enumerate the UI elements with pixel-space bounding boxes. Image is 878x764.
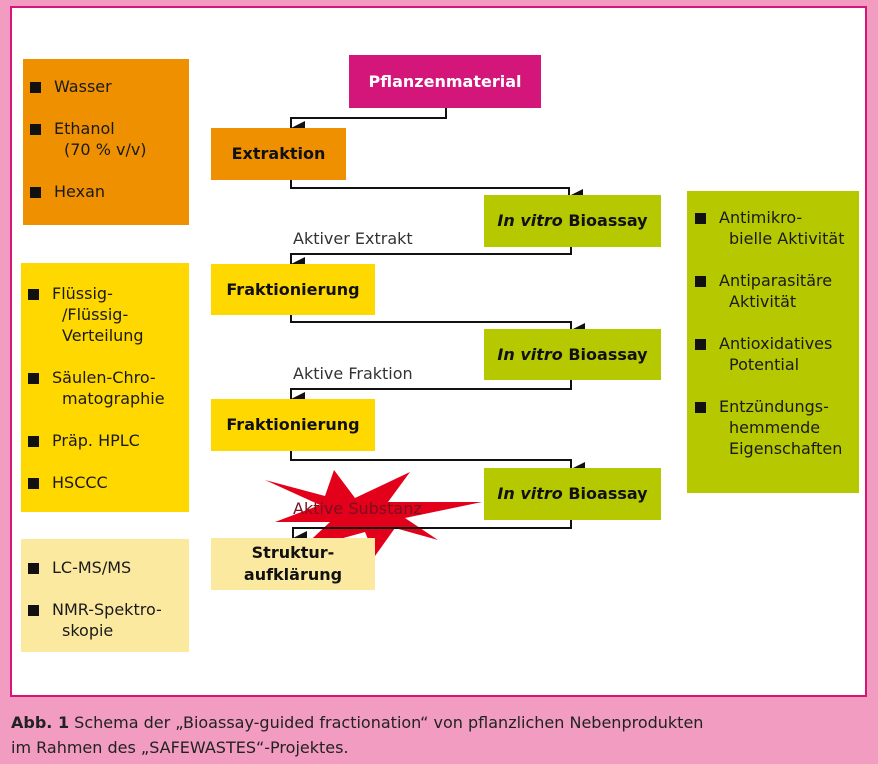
list-item-text: Aktivität: [729, 292, 797, 311]
connector-extraction-to-bioassay1: [290, 180, 583, 203]
list-item-text: HSCCC: [52, 473, 108, 492]
list-item-text: Säulen-Chro-: [52, 368, 156, 387]
list-item-text: Eigenschaften: [729, 439, 843, 458]
list-item-text: Ethanol: [54, 119, 115, 138]
caption-label: Abb. 1: [11, 713, 70, 732]
connector-plant-to-extraction: [290, 108, 447, 135]
node-structure-label-line2: aufklärung: [243, 565, 343, 584]
list-item-text: Antioxidatives: [719, 334, 833, 353]
square-bullet-icon: [28, 373, 39, 384]
figure-caption: Abb. 1 Schema der „Bioassay-guided fract…: [11, 710, 703, 760]
list-item: Flüssig- /Flüssig- Verteilung: [28, 283, 189, 346]
node-plant-material: Pflanzenmaterial: [349, 55, 541, 108]
square-bullet-icon: [30, 82, 41, 93]
bioassay-italic-label: In vitro: [497, 211, 563, 230]
node-fractionation-1-label: Fraktionierung: [226, 279, 360, 299]
caption-text-line1: Schema der „Bioassay-guided fractionatio…: [69, 713, 704, 732]
square-bullet-icon: [28, 289, 39, 300]
list-item-text: Hexan: [54, 182, 106, 201]
square-bullet-icon: [28, 478, 39, 489]
square-bullet-icon: [695, 402, 706, 413]
list-item-text: Flüssig-: [52, 284, 113, 303]
list-item: Hexan: [30, 181, 189, 202]
bioassay-label: Bioassay: [568, 211, 648, 230]
connector-fraction1-to-bioassay2: [290, 315, 585, 337]
list-item-text: bielle Aktivität: [729, 229, 845, 248]
list-item: HSCCC: [28, 472, 189, 493]
square-bullet-icon: [28, 436, 39, 447]
bioassay-italic-label: In vitro: [497, 344, 563, 364]
square-bullet-icon: [30, 124, 41, 135]
structure-methods-panel: LC-MS/MS NMR-Spektro-skopie: [21, 539, 189, 652]
edge-label-active-fraction: Aktive Fraktion: [293, 364, 413, 383]
list-item: LC-MS/MS: [28, 557, 189, 578]
list-item-text: (70 % v/v): [64, 140, 147, 159]
list-item: Säulen-Chro-matographie: [28, 367, 189, 409]
active-substance-star: [265, 470, 482, 556]
edge-label-active-substance: Aktive Substanz: [293, 499, 422, 518]
list-item-text: hemmende: [729, 418, 821, 437]
list-item-text: Präp. HPLC: [52, 431, 140, 450]
square-bullet-icon: [28, 563, 39, 574]
node-fractionation-2: Fraktionierung: [211, 399, 375, 451]
node-plant-material-label: Pflanzenmaterial: [368, 71, 522, 91]
list-item-text: Wasser: [54, 77, 112, 96]
list-item-text: NMR-Spektro-: [52, 600, 162, 619]
list-item-text: skopie: [62, 621, 114, 640]
list-item: NMR-Spektro-skopie: [28, 599, 189, 641]
square-bullet-icon: [695, 213, 706, 224]
list-item-text: /Flüssig-: [62, 305, 129, 324]
node-bioassay-3: In vitro Bioassay: [484, 468, 661, 520]
list-item-text: Verteilung: [62, 326, 144, 345]
list-item-text: matographie: [62, 389, 165, 408]
node-fractionation-2-label: Fraktionierung: [226, 415, 360, 434]
square-bullet-icon: [695, 276, 706, 287]
list-item-text: Entzündungs-: [719, 397, 829, 416]
list-item-text: Antiparasitäre: [719, 271, 833, 290]
connector-bioassay1-to-fraction1: [290, 247, 572, 271]
square-bullet-icon: [28, 605, 39, 616]
list-item-text: Antimikro-: [719, 208, 803, 227]
square-bullet-icon: [30, 187, 41, 198]
list-item-text: LC-MS/MS: [52, 558, 132, 577]
list-item: Ethanol (70 % v/v): [30, 118, 189, 160]
bioassay-italic-label: In vitro: [497, 484, 563, 503]
connector-bioassay3-to-structure: [292, 520, 572, 545]
node-extraction: Extraktion: [211, 128, 346, 180]
edge-label-active-extract: Aktiver Extrakt: [293, 229, 413, 248]
list-item: Antimikro-bielle Aktivität: [695, 207, 859, 249]
node-structure-elucidation: Struktur- aufklärung: [211, 538, 375, 590]
node-structure-label-line1: Struktur-: [251, 543, 335, 562]
square-bullet-icon: [695, 339, 706, 350]
node-bioassay-1: In vitro Bioassay: [484, 195, 661, 247]
bioassay-label: Bioassay: [568, 484, 648, 503]
node-bioassay-2: In vitro Bioassay: [484, 329, 661, 380]
node-fractionation-1: Fraktionierung: [211, 264, 375, 315]
list-item: Präp. HPLC: [28, 430, 189, 451]
bioassay-label: Bioassay: [568, 344, 648, 364]
node-extraction-label: Extraktion: [231, 144, 326, 163]
list-item: Wasser: [30, 76, 189, 97]
connector-bioassay2-to-fraction2: [290, 380, 572, 406]
caption-text-line2: im Rahmen des „SAFEWASTES“-Projektes.: [11, 738, 349, 757]
list-item-text: Potential: [729, 355, 800, 374]
connector-fraction2-to-bioassay3: [290, 451, 585, 476]
